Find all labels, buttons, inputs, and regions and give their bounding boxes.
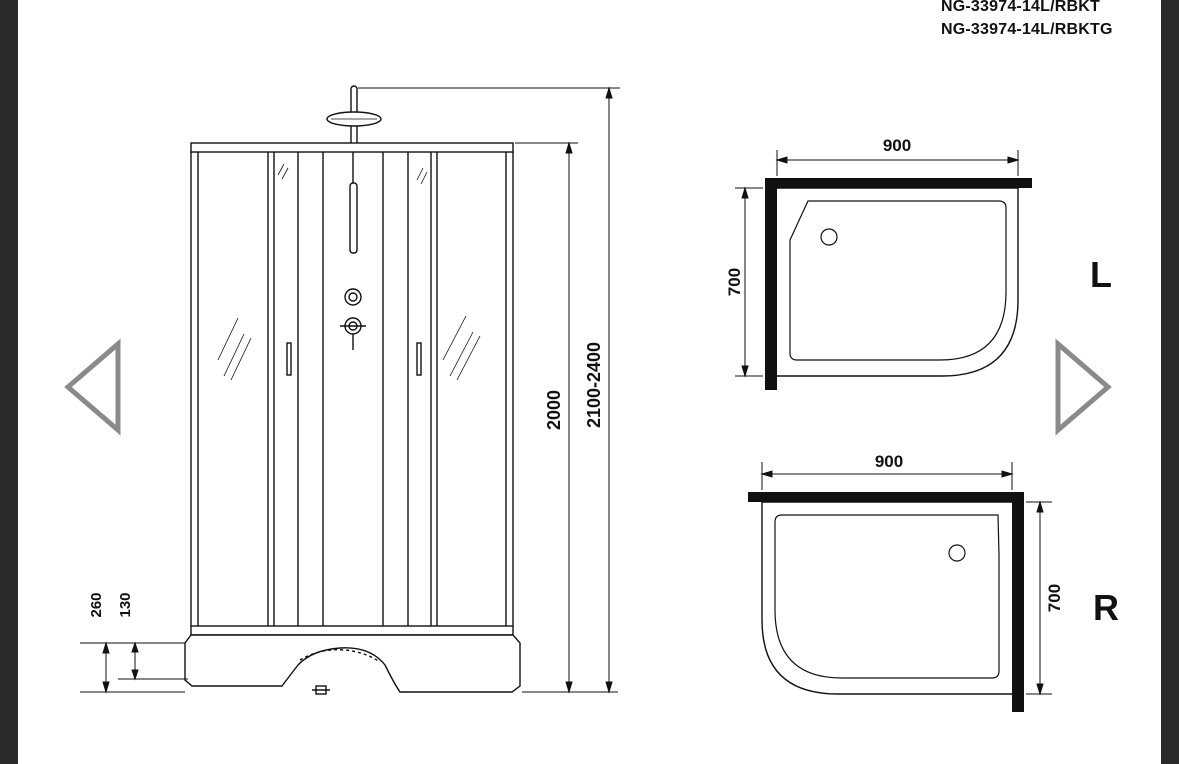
plan-right-depth: 700 [1045,584,1064,612]
plan-right-width: 900 [875,452,903,471]
shower-cabin-front-view [184,85,521,695]
model-code-2: NG-33974-14L/RBKTG [941,21,1113,38]
tray-plan-right: 900 700 R [748,452,1119,712]
plan-left-depth: 700 [725,268,744,296]
dim-base-label: 260 [88,592,105,617]
triangle-right-icon [1055,338,1112,436]
next-image-button[interactable] [1052,338,1116,438]
tray-plan-left: 900 700 L [725,136,1112,390]
technical-drawing: 2000 2100-2400 260 130 [80,85,1119,712]
plan-left-width: 900 [883,136,911,155]
drawing-sheet: NG-33974-14L/RBKT NG-33974-14L/RBKTG [18,0,1161,764]
previous-image-button[interactable] [60,338,124,438]
dim-height-label: 2000 [544,390,564,430]
triangle-left-icon [64,338,121,436]
plan-right-side: R [1093,587,1119,628]
model-code-1: NG-33974-14L/RBKT [941,0,1101,15]
dim-total-label: 2100-2400 [584,342,604,428]
dim-tray-label: 130 [117,592,134,617]
front-dimensions [80,86,620,694]
plan-left-side: L [1090,254,1112,295]
